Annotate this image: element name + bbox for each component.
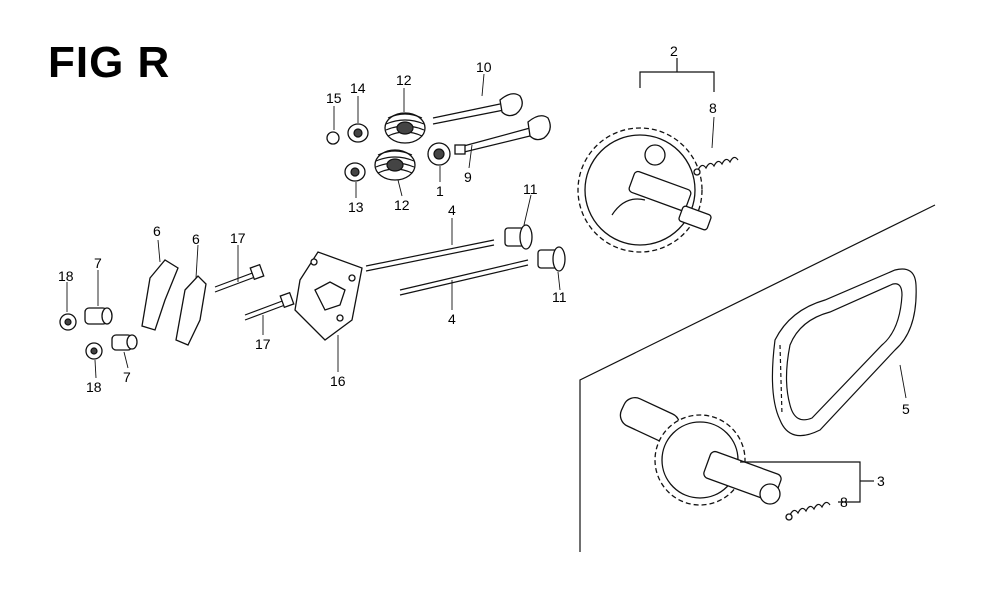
label-18-upper: 18: [58, 268, 74, 284]
label-9: 9: [464, 169, 472, 185]
label-18-lower: 18: [86, 379, 102, 395]
push-rod-4-upper: [365, 239, 495, 272]
label-17-lower: 17: [255, 336, 271, 352]
retainer-13: [344, 162, 366, 182]
label-3: 3: [877, 473, 885, 489]
label-16: 16: [330, 373, 346, 389]
valve-9: [454, 115, 551, 155]
push-rod-4-lower: [399, 259, 529, 296]
label-8-lower: 8: [840, 494, 848, 510]
spring-8-lower: [785, 501, 831, 521]
nut-18-lower: [85, 342, 103, 360]
leader-3-8: [740, 461, 874, 503]
label-17-upper: 17: [230, 230, 246, 246]
label-7-lower: 7: [123, 369, 131, 385]
rocker-arm-6-right: [175, 275, 207, 346]
rocker-arm-6-left: [141, 259, 179, 331]
label-2: 2: [670, 43, 678, 59]
label-14: 14: [350, 80, 366, 96]
cam-gear-2: [577, 127, 712, 253]
nut-18-upper: [59, 313, 77, 331]
label-5: 5: [902, 401, 910, 417]
collet-15: [326, 131, 340, 145]
label-1: 1: [436, 183, 444, 199]
label-11-upper: 11: [523, 181, 538, 197]
rocker-plate-16: [294, 251, 363, 341]
label-11-lower: 11: [552, 289, 567, 305]
label-4-upper: 4: [448, 202, 456, 218]
label-7-upper: 7: [94, 255, 102, 271]
label-6-right: 6: [192, 231, 200, 247]
inset-panel-border: [579, 204, 936, 552]
valve-10: [432, 93, 523, 125]
valve-spring-12-lower: [374, 149, 416, 181]
label-10: 10: [476, 59, 492, 75]
label-12-upper: 12: [396, 72, 412, 88]
lifter-11-upper: [504, 224, 533, 250]
label-12-lower: 12: [394, 197, 410, 213]
valve-seat-1: [427, 142, 451, 166]
figure-title: FIG R: [48, 38, 171, 87]
adjuster-7-upper: [84, 307, 113, 325]
leader-2-8: [639, 58, 715, 149]
adjuster-7-lower: [111, 334, 138, 351]
label-15: 15: [326, 90, 342, 106]
label-8-upper: 8: [709, 100, 717, 116]
label-4-lower: 4: [448, 311, 456, 327]
label-13: 13: [348, 199, 364, 215]
pivot-bolt-17-lower: [244, 291, 295, 321]
leader-lines: [66, 73, 907, 399]
label-6-left: 6: [153, 223, 161, 239]
timing-chain-5: [771, 268, 917, 437]
valve-spring-12-upper: [384, 112, 426, 144]
pivot-bolt-17-upper: [214, 263, 265, 293]
part-labels: 10 2 8 15 14 12 1 9 13 12 11 4 6 6 17 18…: [58, 43, 910, 510]
crank-gear-3: [619, 397, 782, 506]
spring-8-upper: [693, 156, 739, 176]
retainer-14: [347, 123, 369, 143]
lifter-11-lower: [537, 246, 566, 272]
